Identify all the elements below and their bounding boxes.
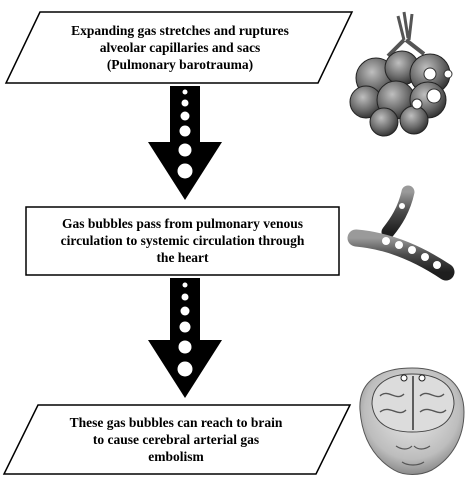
step-1-line-2: alveolar capillaries and sacs [40,39,320,56]
step-3-line-3: embolism [36,448,316,465]
brain-head-illustration [360,368,464,475]
step-2-text: Gas bubbles pass from pulmonary venous c… [30,215,335,266]
down-arrow-1 [148,86,222,200]
step-1-line-1: Expanding gas stretches and ruptures [40,22,320,39]
step-2-line-1: Gas bubbles pass from pulmonary venous [30,215,335,232]
down-arrow-2 [148,278,222,398]
blood-vessel-illustration [356,192,446,272]
step-2-line-3: the heart [30,249,335,266]
step-3-line-2: to cause cerebral arterial gas [36,431,316,448]
step-2-line-2: circulation to systemic circulation thro… [30,232,335,249]
lungs-alveoli-illustration [350,12,452,136]
step-1-text: Expanding gas stretches and ruptures alv… [40,22,320,73]
step-3-text: These gas bubbles can reach to brain to … [36,414,316,465]
step-3-line-1: These gas bubbles can reach to brain [36,414,316,431]
step-1-line-3: (Pulmonary barotrauma) [40,56,320,73]
